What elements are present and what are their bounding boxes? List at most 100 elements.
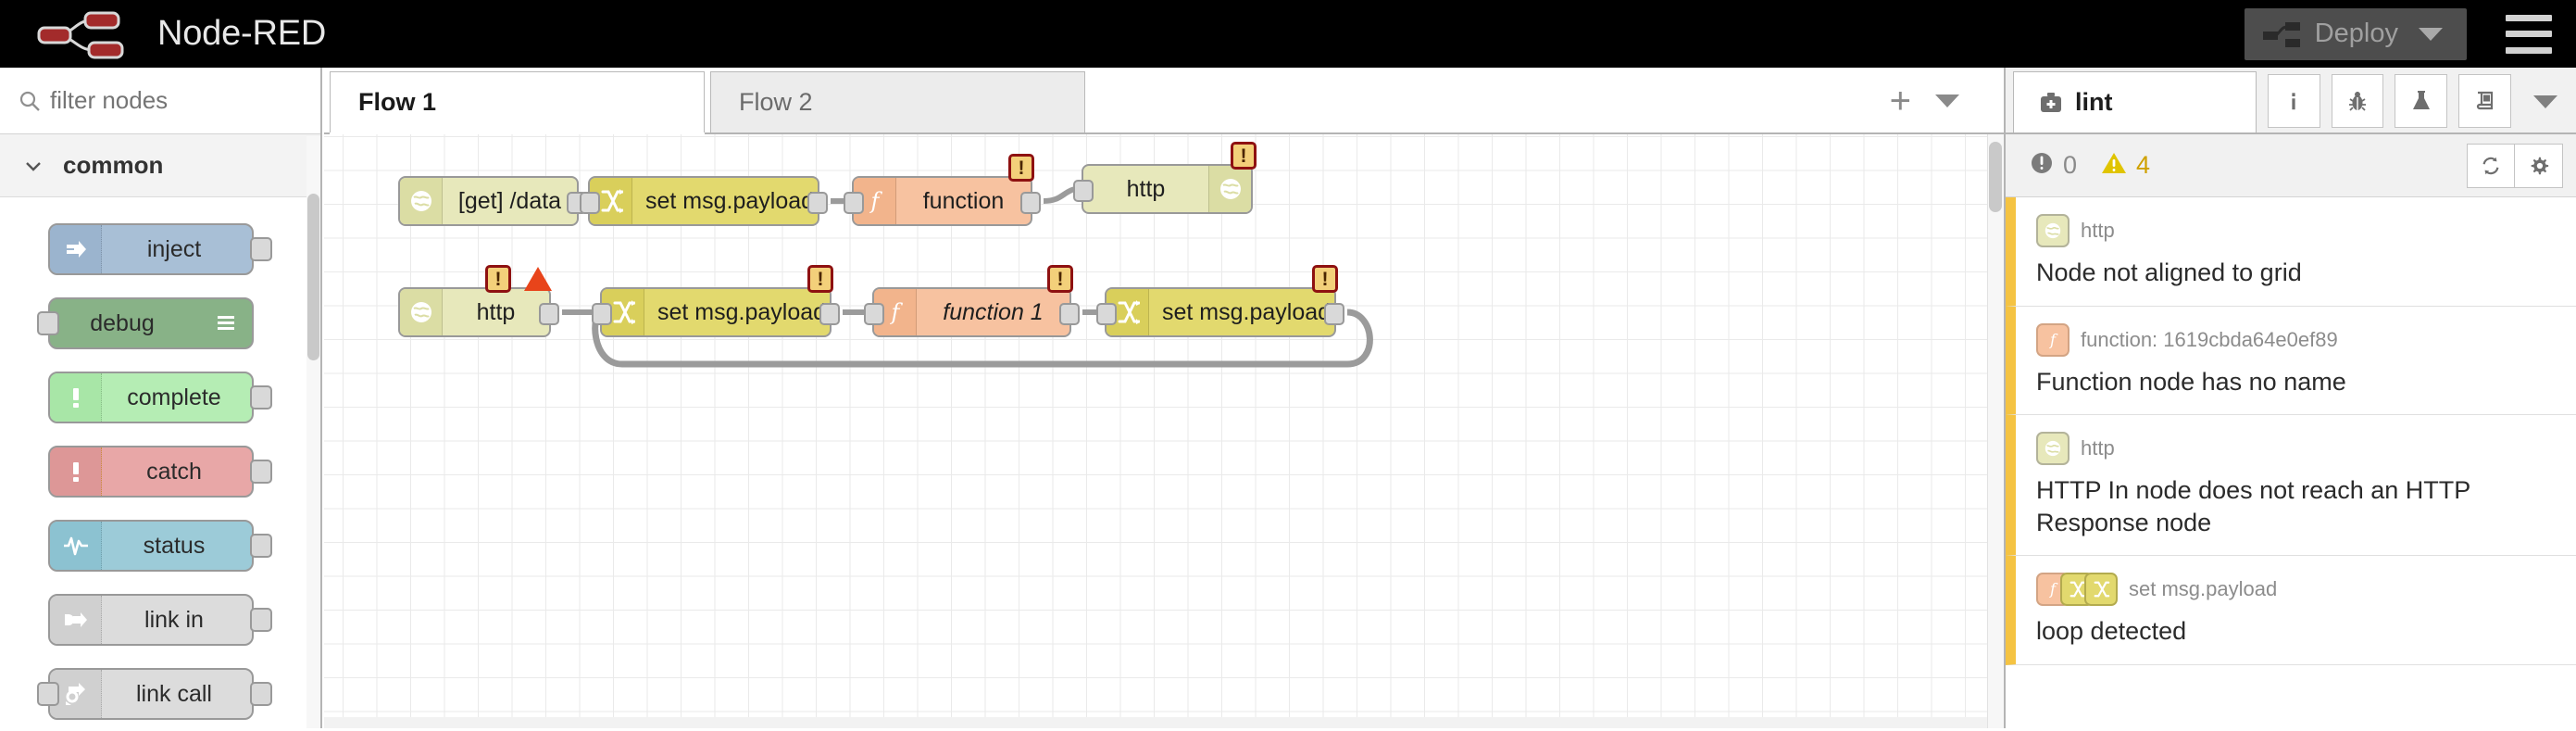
brand-title: Node-RED: [157, 14, 327, 53]
node-input-port[interactable]: [864, 303, 884, 325]
canvas-grid: [324, 134, 2004, 728]
canvas-node-change-3[interactable]: set msg.payload !: [1096, 265, 1344, 337]
palette-item-inject[interactable]: inject: [0, 212, 320, 286]
canvas-node-http-in-get-data[interactable]: [get] /data: [398, 176, 587, 226]
palette-item-link-call[interactable]: link call: [0, 657, 320, 731]
palette-item-complete[interactable]: complete: [0, 360, 320, 435]
chevron-down-icon[interactable]: [2419, 27, 2443, 41]
node-output-port[interactable]: [250, 682, 272, 706]
node-output-port[interactable]: [1020, 192, 1041, 214]
flask-icon[interactable]: [2395, 74, 2448, 128]
palette-item-label: status: [143, 532, 206, 559]
node-output-port[interactable]: [819, 303, 840, 325]
hamburger-menu-icon[interactable]: [2506, 14, 2552, 54]
palette-category-common[interactable]: common: [0, 134, 320, 197]
globe-icon: [1208, 166, 1251, 212]
lint-item[interactable]: f set msg.payload lo: [2006, 556, 2576, 665]
palette-item-status[interactable]: status: [0, 509, 320, 583]
node-warning-badge[interactable]: !: [1008, 154, 1034, 182]
node-input-port[interactable]: [844, 192, 864, 214]
tab-lint[interactable]: lint: [2013, 71, 2257, 132]
node-input-port[interactable]: [37, 682, 59, 706]
function-icon: f: [2036, 322, 2070, 357]
hamburger-bar-1: [2506, 14, 2552, 21]
lint-node-icons: f: [2036, 321, 2070, 359]
lint-node-name: set msg.payload: [2129, 577, 2278, 601]
lint-node-name: function: 1619cbda64e0ef89: [2081, 327, 2338, 351]
node-output-port[interactable]: [250, 608, 272, 632]
exclamation-icon: [50, 373, 102, 422]
canvas-node-change-2[interactable]: set msg.payload !: [592, 265, 840, 337]
canvas-node-http-response[interactable]: http !: [1073, 142, 1257, 214]
deploy-button[interactable]: Deploy: [2244, 7, 2467, 60]
palette-scrollbar-thumb[interactable]: [307, 194, 319, 360]
node-output-port[interactable]: [1324, 303, 1344, 325]
node-warning-badge[interactable]: !: [1312, 265, 1338, 293]
exclamation-icon: [50, 447, 102, 496]
node-input-port[interactable]: [592, 303, 612, 325]
flow-canvas[interactable]: [get] /data set msg.payload f functio: [324, 134, 2004, 728]
node-output-port[interactable]: [250, 385, 272, 410]
globe-icon: [400, 289, 443, 335]
palette-search-bar[interactable]: [0, 68, 320, 134]
lint-item-header: http: [2036, 212, 2557, 249]
canvas-node-function-1[interactable]: f function 1 !: [864, 265, 1080, 337]
node-input-port[interactable]: [1073, 180, 1094, 202]
canvas-horizontal-scrollbar[interactable]: [324, 717, 1987, 728]
node-palette: common inject debug: [0, 68, 322, 728]
lint-item-header: f set msg.payload: [2036, 571, 2557, 608]
tab-bar-actions: +: [1866, 82, 2004, 132]
plus-icon[interactable]: +: [1889, 81, 1911, 121]
right-sidebar: lint: [2004, 68, 2576, 728]
chevron-down-icon[interactable]: [1935, 95, 1959, 107]
node-output-port[interactable]: [539, 303, 559, 325]
canvas-scrollbar-track[interactable]: [1987, 134, 2004, 728]
tab-label: Flow 2: [739, 88, 813, 116]
palette-node-list: inject debug: [0, 197, 320, 731]
node-output-port[interactable]: [250, 460, 272, 484]
chevron-down-icon[interactable]: [2533, 95, 2558, 108]
info-icon[interactable]: [2267, 74, 2320, 128]
lint-item[interactable]: http HTTP In node does not reach an HTTP…: [2006, 415, 2576, 557]
palette-item-link-in[interactable]: link in: [0, 583, 320, 657]
node-output-port[interactable]: [250, 534, 272, 558]
node-output-port[interactable]: [250, 237, 272, 261]
canvas-node-http-in[interactable]: http !: [398, 265, 559, 337]
lint-node-name: http: [2081, 436, 2115, 460]
warning-count-group: 4: [2101, 151, 2150, 180]
node-input-port[interactable]: [37, 311, 59, 335]
node-warning-badge[interactable]: !: [485, 265, 511, 293]
tab-flow-2[interactable]: Flow 2: [710, 71, 1085, 132]
lint-summary-actions: [2467, 143, 2563, 188]
node-changed-triangle-icon: [524, 267, 552, 291]
tab-flow-1[interactable]: Flow 1: [330, 71, 705, 132]
svg-text:f: f: [869, 189, 882, 213]
node-input-port[interactable]: [1096, 303, 1117, 325]
canvas-node-change-1[interactable]: set msg.payload: [580, 176, 828, 226]
bug-icon[interactable]: [2331, 74, 2384, 128]
canvas-node-function[interactable]: f function !: [844, 154, 1041, 226]
node-output-port[interactable]: [807, 192, 828, 214]
node-warning-badge[interactable]: !: [1047, 265, 1073, 293]
node-output-port[interactable]: [1059, 303, 1080, 325]
link-in-icon: [50, 596, 102, 644]
search-input[interactable]: [50, 86, 291, 115]
palette-item-label: link in: [144, 606, 204, 633]
node-warning-badge[interactable]: !: [1231, 142, 1257, 170]
node-input-port[interactable]: [580, 192, 600, 214]
lint-item[interactable]: http Node not aligned to grid: [2006, 197, 2576, 307]
canvas-scrollbar-thumb[interactable]: [1989, 142, 2002, 212]
lint-item-header: f function: 1619cbda64e0ef89: [2036, 321, 2557, 359]
canvas-node-label: set msg.payload: [657, 298, 827, 325]
header-actions: Deploy: [2244, 0, 2576, 68]
svg-text:f: f: [889, 300, 903, 324]
book-icon[interactable]: [2458, 74, 2512, 128]
palette-item-catch[interactable]: catch: [0, 435, 320, 509]
palette-item-debug[interactable]: debug: [0, 286, 320, 360]
refresh-icon[interactable]: [2467, 143, 2515, 188]
canvas-node-label: function: [922, 187, 1005, 214]
hamburger-bar-3: [2506, 46, 2552, 54]
node-warning-badge[interactable]: !: [807, 265, 833, 293]
gear-icon[interactable]: [2515, 143, 2563, 188]
lint-item[interactable]: f function: 1619cbda64e0ef89 Function no…: [2006, 306, 2576, 416]
